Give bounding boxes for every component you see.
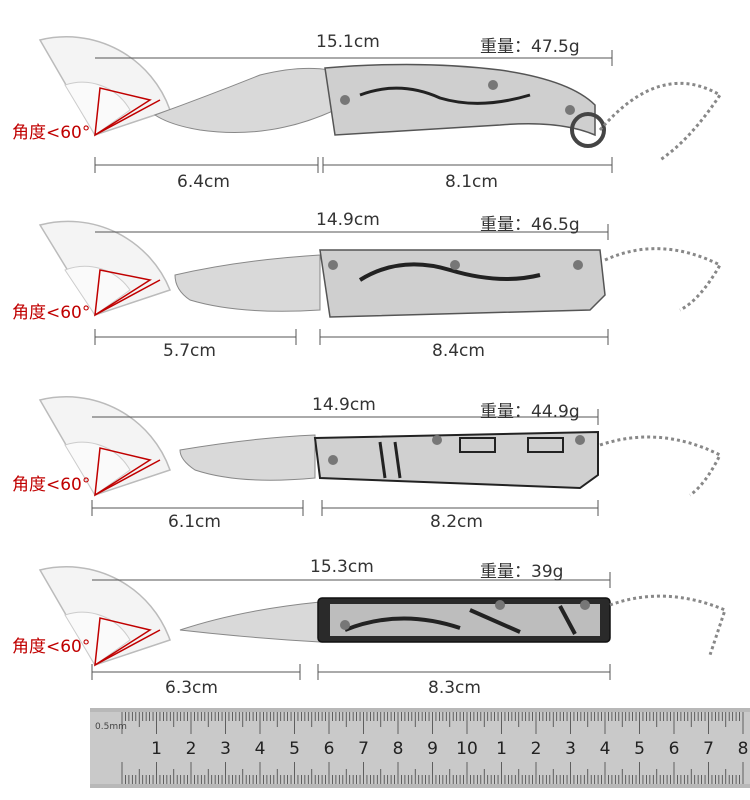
- handle-length: 8.2cm: [430, 512, 483, 532]
- ruler-number: 8: [393, 739, 404, 759]
- ruler-number: 6: [669, 739, 680, 759]
- weight-label: 重量：39g: [480, 562, 564, 582]
- knife-1-illustration: [38, 36, 723, 173]
- ruler-number: 4: [600, 739, 611, 759]
- ruler-number: 1: [496, 739, 507, 759]
- weight-label: 重量：44.9g: [480, 402, 580, 422]
- protractor-icon: [38, 396, 171, 497]
- weight-label: 重量：46.5g: [480, 215, 580, 235]
- handle-length: 8.1cm: [445, 172, 498, 192]
- protractor-icon: [38, 566, 171, 667]
- knife-4-illustration: [38, 566, 727, 680]
- ruler-number: 7: [358, 739, 369, 759]
- ruler-number: 2: [186, 739, 197, 759]
- blade-length: 6.3cm: [165, 678, 218, 698]
- knife-row-1: 15.1cm 重量：47.5g 角度<60° 6.4cm 8.1cm: [0, 0, 750, 192]
- ruler-number: 3: [220, 739, 231, 759]
- handle-length: 8.3cm: [428, 678, 481, 698]
- total-length: 14.9cm: [312, 395, 376, 415]
- handle-length: 8.4cm: [432, 341, 485, 361]
- angle-label: 角度<60°: [12, 637, 91, 657]
- angle-label: 角度<60°: [12, 303, 91, 323]
- angle-label: 角度<60°: [12, 475, 91, 495]
- ruler-number: 6: [324, 739, 335, 759]
- ruler-graphic: 12345678910123456789: [90, 708, 750, 788]
- weight-label: 重量：47.5g: [480, 37, 580, 57]
- blade-length: 6.1cm: [168, 512, 221, 532]
- ruler-number: 10: [456, 739, 478, 759]
- ruler-number: 9: [427, 739, 438, 759]
- ruler-number: 3: [565, 739, 576, 759]
- total-length: 15.1cm: [316, 32, 380, 52]
- ruler-unit: 0.5mm: [95, 722, 127, 732]
- blade-length: 6.4cm: [177, 172, 230, 192]
- total-length: 14.9cm: [316, 210, 380, 230]
- protractor-icon: [38, 220, 171, 317]
- knife-3-illustration: [38, 396, 723, 516]
- ruler-number: 4: [255, 739, 266, 759]
- ruler-number: 2: [531, 739, 542, 759]
- ruler-number: 5: [634, 739, 645, 759]
- knife-row-3: 14.9cm 重量：44.9g 角度<60° 6.1cm 8.2cm: [0, 360, 750, 535]
- knife-2-illustration: [38, 220, 723, 345]
- knife-row-2: 14.9cm 重量：46.5g 角度<60° 5.7cm 8.4cm: [0, 185, 750, 361]
- ruler-number: 5: [289, 739, 300, 759]
- protractor-icon: [38, 36, 171, 137]
- ruler-number: 7: [703, 739, 714, 759]
- ruler-number: 1: [151, 739, 162, 759]
- ruler-number: 8: [738, 739, 749, 759]
- angle-label: 角度<60°: [12, 123, 91, 143]
- ruler: 12345678910123456789 0.5mm: [90, 708, 750, 788]
- total-length: 15.3cm: [310, 557, 374, 577]
- knife-row-4: 15.3cm 重量：39g 角度<60° 6.3cm 8.3cm: [0, 530, 750, 705]
- blade-length: 5.7cm: [163, 341, 216, 361]
